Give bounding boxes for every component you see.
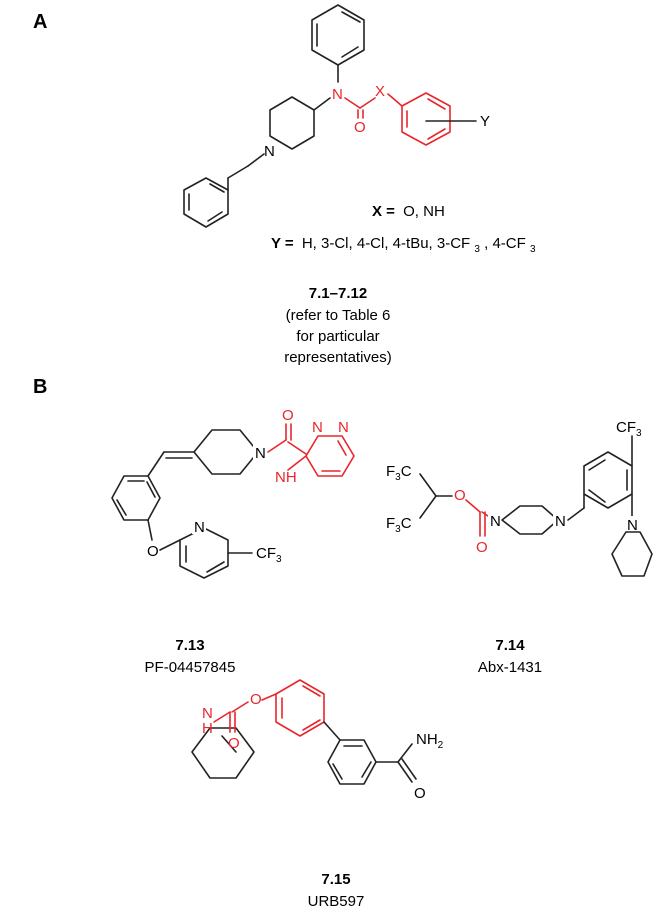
abx-cf3-upper: F3C xyxy=(386,463,412,483)
y-values-part1: H, 3-Cl, 4-Cl, 4-tBu, 3-CF xyxy=(302,235,470,252)
abx-piperazine-n2-atom: N xyxy=(555,513,566,530)
x-label: X = xyxy=(372,203,395,220)
abx-cf3-top: CF3 xyxy=(616,419,642,439)
carbonyl-o-atom: O xyxy=(354,119,366,136)
panel-label-a: A xyxy=(33,11,47,33)
svg-text:X = O, NH: X = O, NH xyxy=(372,203,445,220)
note-line-1: (refer to Table 6 xyxy=(286,307,391,324)
abx-cf3-lower: F3C xyxy=(386,515,412,535)
y-label: Y = xyxy=(271,235,294,252)
pf-pyridazine-n1-atom: N xyxy=(312,419,323,436)
y-values-part2: , 4-CF xyxy=(484,235,526,252)
abx-pyrrolidine-n-atom: N xyxy=(627,517,638,534)
abx-carbonyl-o-atom: O xyxy=(476,539,488,556)
urb-nh-atom: H xyxy=(202,720,213,737)
piperidine-n-atom: N xyxy=(264,143,275,160)
structure-a-caption: X = O, NH Y = H, 3-Cl, 4-Cl, 4-tBu, 3-CF… xyxy=(271,203,536,366)
pf-carbonyl-o-atom: O xyxy=(282,407,294,424)
amide-n-atom: N xyxy=(332,86,343,103)
pf-ether-o-atom: O xyxy=(147,543,159,560)
compound-id-a: 7.1–7.12 xyxy=(309,285,367,302)
note-line-2: for particular xyxy=(296,328,379,345)
structure-7-15: H N O O NH2 O xyxy=(191,679,444,802)
compound-id-7-13: 7.13 xyxy=(175,637,204,654)
urb-n-atom: N xyxy=(202,705,213,722)
y-substituent: Y xyxy=(480,113,490,130)
compound-id-7-14: 7.14 xyxy=(495,637,525,654)
note-line-3: representatives) xyxy=(284,349,392,366)
urb-amide-o-atom: O xyxy=(414,785,426,802)
compound-name-7-14: Abx-1431 xyxy=(478,659,542,676)
x-atom: X xyxy=(375,83,385,100)
compound-name-7-15: URB597 xyxy=(308,893,365,910)
abx-ester-o-atom: O xyxy=(454,487,466,504)
urb-carbonyl-o-atom: O xyxy=(228,735,240,752)
y-values-sub2: 3 xyxy=(530,244,536,255)
panel-label-b: B xyxy=(33,376,47,398)
structure-7-13: N O N CF3 O NH xyxy=(111,407,355,579)
structure-7-14: F3C F3C O O N N CF3 xyxy=(386,419,653,577)
abx-piperazine-n1-atom: N xyxy=(490,513,501,530)
urb-nh2-group: NH2 xyxy=(416,731,444,751)
svg-text:Y = H, 3-Cl, 4-Cl, 4-tBu: Y = H, 3-Cl, 4-Cl, 4-tBu, 3-CF 3 , 4-CF … xyxy=(271,235,536,256)
pf-pyridazine-n2-atom: N xyxy=(338,419,349,436)
structure-a: N N O X Y xyxy=(183,4,490,228)
pf-cf3-group: CF3 xyxy=(256,545,282,565)
pf-piperidine-n-atom: N xyxy=(255,445,266,462)
pf-nh-atom: NH xyxy=(275,469,297,486)
compound-id-7-15: 7.15 xyxy=(321,871,350,888)
urb-ester-o-atom: O xyxy=(250,691,262,708)
compound-name-7-13: PF-04457845 xyxy=(145,659,236,676)
pf-pyridine-n-atom: N xyxy=(194,519,205,536)
x-values: O, NH xyxy=(403,203,445,220)
y-values-sub1: 3 xyxy=(474,244,480,255)
